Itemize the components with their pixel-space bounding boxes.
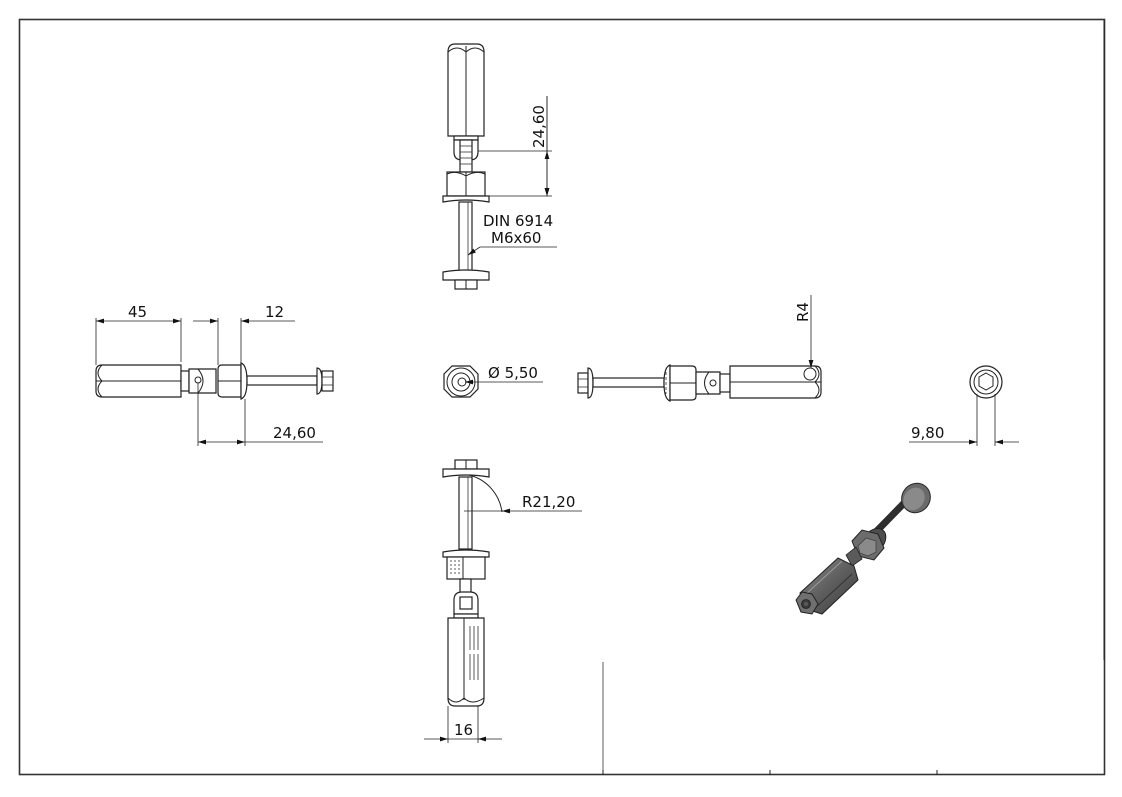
bottom-view: R21,20 16 [424, 459, 582, 743]
end-view: 9,80 [909, 365, 1019, 446]
isometric-view [795, 482, 931, 615]
dim-bottom-width: 16 [454, 721, 473, 739]
dim-diameter: Ø 5,50 [488, 364, 538, 382]
right-view: R4 [577, 295, 822, 402]
callout-din: DIN 6914 [483, 212, 553, 230]
dim-grip-length: 45 [128, 303, 147, 321]
dim-top-length: 24,60 [530, 105, 548, 148]
front-view: Ø 5,50 [443, 364, 543, 398]
dim-radius-r4: R4 [794, 302, 812, 322]
drawing-frame [18, 18, 1106, 776]
dim-nut-width: 12 [265, 303, 284, 321]
left-view: 45 12 24,60 [95, 303, 334, 446]
callout-size: M6x60 [491, 229, 541, 247]
dim-bottom-radius: R21,20 [522, 493, 575, 511]
dim-left-offset: 24,60 [273, 424, 316, 442]
top-view: 24,60 DIN 6914 M6x60 [442, 43, 557, 290]
dim-end-width: 9,80 [911, 424, 944, 442]
